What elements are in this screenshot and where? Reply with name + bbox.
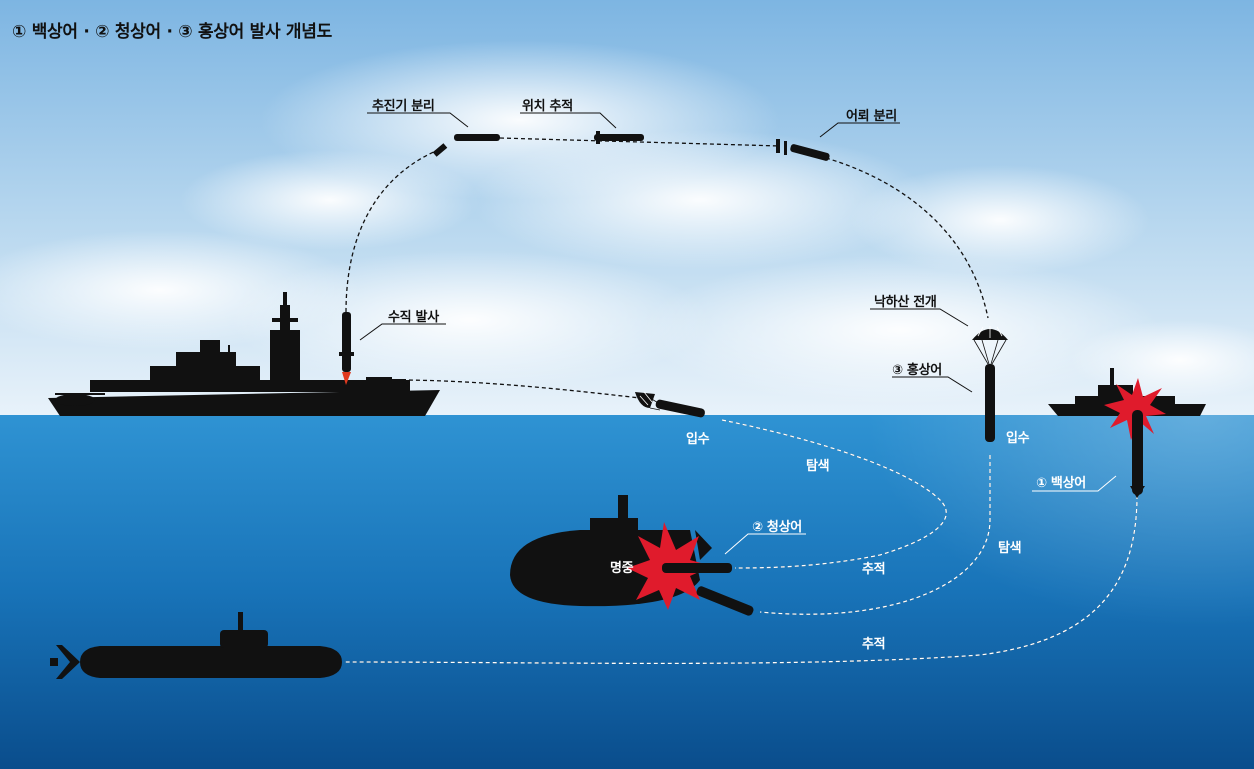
label-white-shark: ① 백상어 bbox=[1036, 476, 1086, 491]
label-track-lower: 추적 bbox=[862, 637, 886, 652]
leader-lines-underwater bbox=[724, 475, 1117, 555]
white-shark-explosion bbox=[1104, 378, 1166, 498]
label-red-shark: ③ 홍상어 bbox=[892, 363, 942, 378]
position-tracking-missile bbox=[594, 131, 644, 144]
label-entry-left: 입수 bbox=[686, 432, 710, 447]
label-track-upper: 추적 bbox=[862, 562, 886, 577]
label-search-left: 탐색 bbox=[806, 459, 830, 474]
label-hit: 명중 bbox=[610, 561, 634, 576]
destroyer-ship bbox=[48, 292, 440, 416]
torpedo-separation bbox=[776, 139, 830, 161]
light-rays bbox=[700, 415, 1254, 769]
booster-separation-missile bbox=[432, 134, 500, 157]
label-booster-separation: 추진기 분리 bbox=[372, 99, 435, 114]
label-vertical-launch: 수직 발사 bbox=[388, 310, 439, 325]
label-blue-shark: ② 청상어 bbox=[752, 520, 802, 535]
clouds bbox=[0, 40, 1254, 405]
red-shark-torpedo bbox=[972, 326, 1008, 442]
label-torpedo-separation: 어뢰 분리 bbox=[846, 109, 897, 124]
label-search-right: 탐색 bbox=[998, 541, 1022, 556]
label-position-tracking: 위치 추적 bbox=[522, 99, 573, 114]
diagram-title: ① 백상어 · ② 청상어 · ③ 홍상어 발사 개념도 bbox=[12, 22, 332, 42]
label-entry-right: 입수 bbox=[1006, 431, 1030, 446]
blue-shark-parachute-entry bbox=[635, 391, 705, 418]
label-parachute-deploy: 낙하산 전개 bbox=[874, 295, 937, 310]
underwater-trajectories bbox=[344, 419, 1138, 665]
friendly-submarine bbox=[50, 612, 342, 679]
missile-launch bbox=[339, 312, 354, 385]
blue-shark-explosion bbox=[627, 522, 754, 616]
leader-lines bbox=[359, 112, 973, 393]
